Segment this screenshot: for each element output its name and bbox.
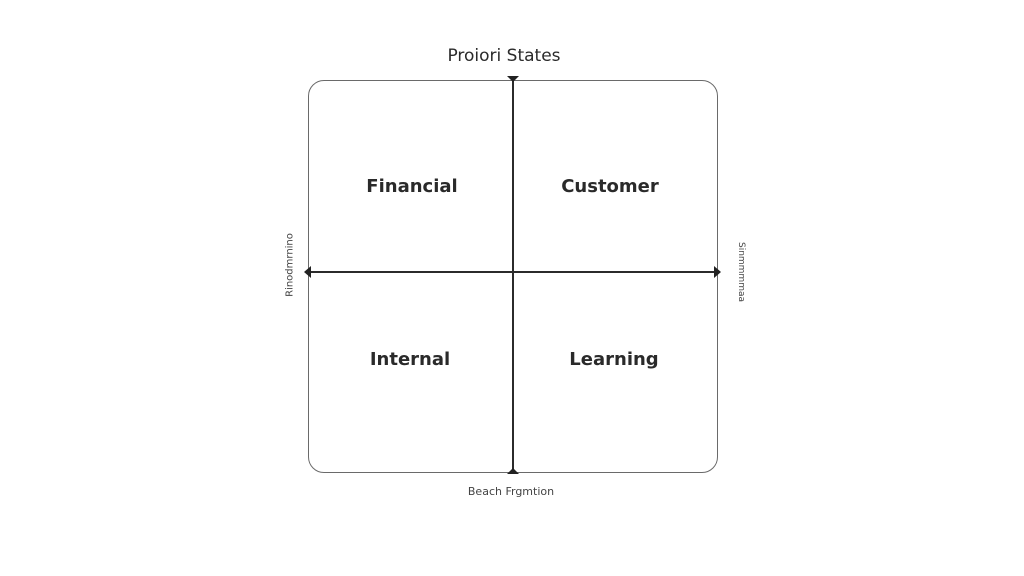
right-axis-label: Sinmmmmaa bbox=[736, 241, 746, 303]
quadrant-financial: Financial bbox=[366, 176, 458, 197]
diagram-title: Proiori States bbox=[447, 46, 561, 66]
bottom-axis-label: Beach Frgmtion bbox=[467, 485, 555, 498]
arrow-left-icon bbox=[304, 266, 311, 278]
quadrant-learning: Learning bbox=[569, 349, 659, 370]
vertical-axis bbox=[512, 79, 514, 474]
left-axis-label: Rinodmrnino bbox=[284, 233, 296, 297]
arrow-top-icon bbox=[507, 76, 519, 82]
arrow-right-icon bbox=[714, 266, 721, 278]
quadrant-internal: Internal bbox=[369, 349, 451, 370]
quadrant-customer: Customer bbox=[561, 176, 659, 197]
arrow-bottom-icon bbox=[507, 468, 519, 474]
horizontal-axis bbox=[308, 271, 718, 273]
